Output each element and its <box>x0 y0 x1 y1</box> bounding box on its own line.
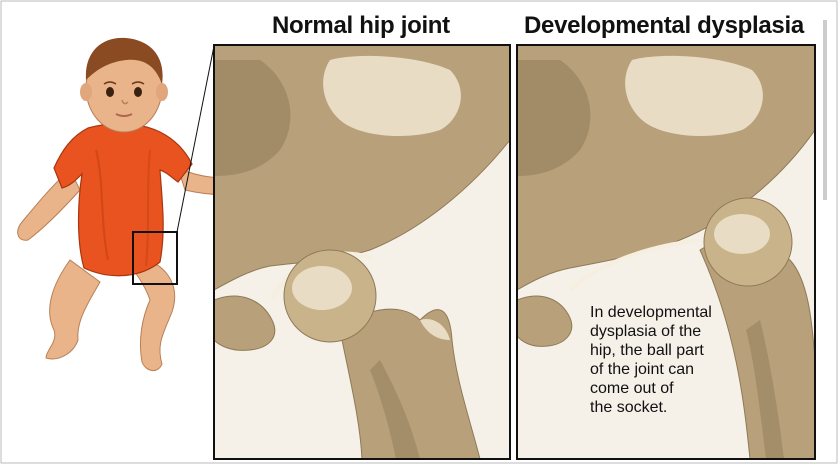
zoom-connector-line <box>177 46 214 232</box>
dysplasia-title: Developmental dysplasia <box>524 12 804 40</box>
caption-line: In developmental <box>590 303 750 322</box>
dysplasia-caption: In developmental dysplasia of the hip, t… <box>590 303 750 417</box>
caption-line: come out of <box>590 379 750 398</box>
normal-hip-panel <box>214 45 510 459</box>
caption-line: of the joint can <box>590 360 750 379</box>
caption-line: hip, the ball part <box>590 341 750 360</box>
image-credit-strip <box>823 20 827 200</box>
caption-line: dysplasia of the <box>590 322 750 341</box>
caption-line: the socket. <box>590 398 750 417</box>
normal-hip-title: Normal hip joint <box>272 12 450 40</box>
